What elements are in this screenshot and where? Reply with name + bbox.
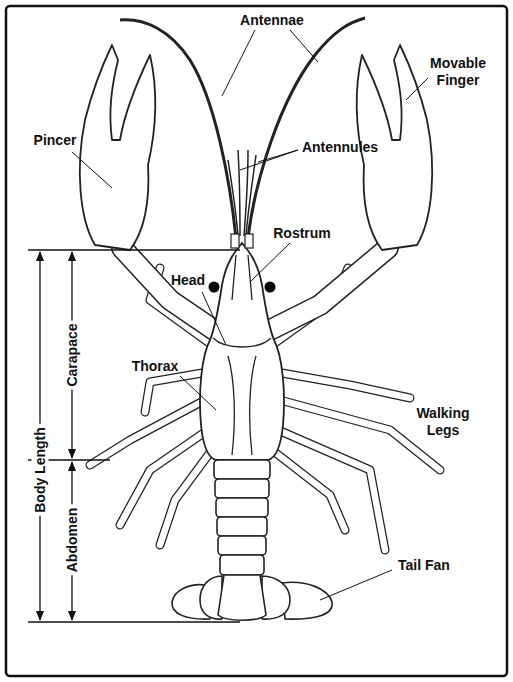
antennule <box>228 160 238 236</box>
dimension-label: Abdomen <box>64 505 81 576</box>
leg <box>272 450 345 530</box>
part-label: Antennules <box>285 139 395 156</box>
part-label: Antennae <box>217 12 327 29</box>
leader-line <box>406 78 428 100</box>
part-label: Rostrum <box>257 225 347 242</box>
leader-line <box>222 30 255 96</box>
leg <box>280 400 440 470</box>
part-label: Tail Fan <box>379 557 469 574</box>
extension-line <box>28 621 240 622</box>
leader-line <box>290 30 318 62</box>
eye <box>265 282 276 293</box>
leg <box>278 430 385 550</box>
leader-line <box>180 376 216 410</box>
part-label: Head <box>158 272 218 289</box>
leader-line <box>202 292 226 345</box>
antenna-bases <box>231 234 253 248</box>
leader-line <box>72 152 112 188</box>
antennule <box>238 150 240 236</box>
part-label: Movable Finger <box>423 55 493 89</box>
antennule <box>244 150 248 236</box>
dimension-label: Body Length <box>32 424 49 516</box>
eye <box>209 282 220 293</box>
leg <box>276 372 410 398</box>
dimension-label: Carapace <box>64 320 81 389</box>
leader-lines <box>72 30 428 600</box>
leg <box>160 450 212 545</box>
part-label: Walking Legs <box>413 405 473 439</box>
carapace-outline <box>200 243 284 460</box>
extension-line <box>28 249 240 250</box>
frame-border <box>6 6 507 676</box>
left-arm <box>122 248 214 330</box>
right-arm <box>270 248 388 330</box>
left-pincer <box>80 45 155 250</box>
right-antenna <box>248 18 365 238</box>
carapace-grooves <box>213 255 271 455</box>
leader-line <box>320 570 392 600</box>
part-label: Pincer <box>15 132 95 149</box>
dimension-lines <box>28 250 240 622</box>
tail-fan-drawing <box>172 575 332 620</box>
part-label: Thorax <box>120 358 190 375</box>
abdomen-segments <box>214 460 270 575</box>
leader-line <box>250 243 290 282</box>
leader-line <box>240 150 298 170</box>
antennae-drawing <box>120 18 365 238</box>
